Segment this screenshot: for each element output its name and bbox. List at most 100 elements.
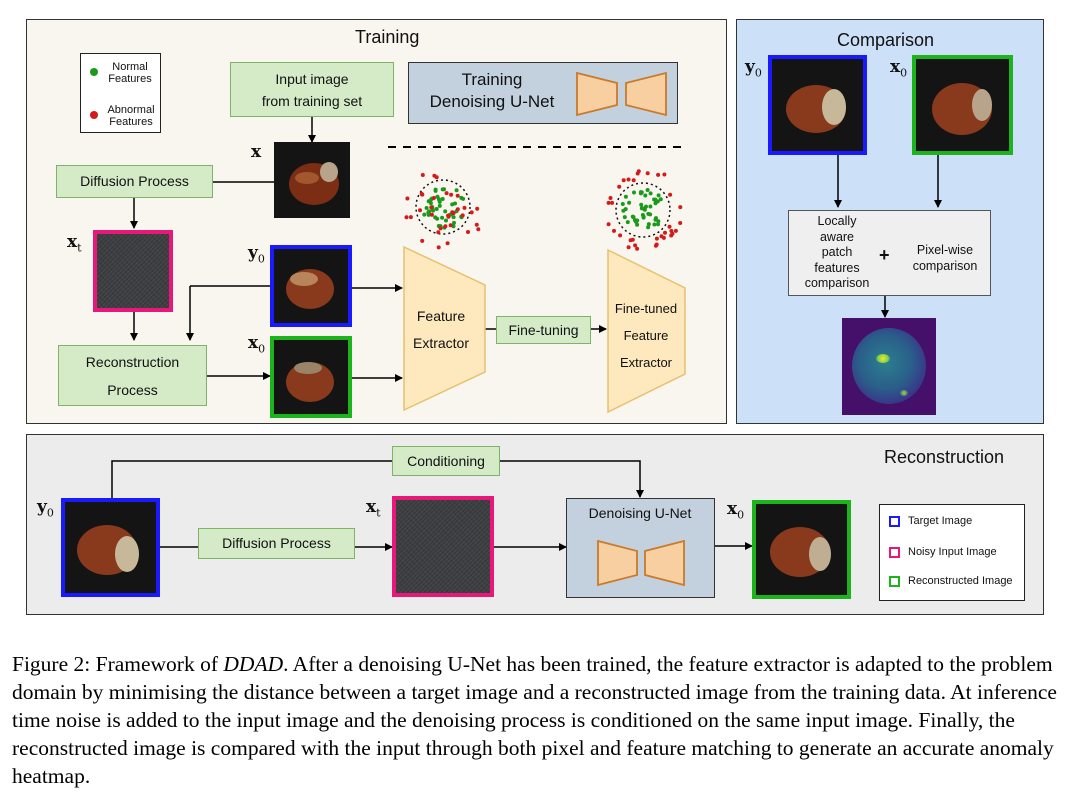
abnormal-feature-dot bbox=[438, 226, 443, 231]
normal-feature-dot bbox=[639, 202, 644, 207]
abnormal-feature-dot bbox=[631, 178, 636, 183]
legend-reconstructed: Reconstructed Image bbox=[908, 575, 1013, 587]
abnormal-feature-dot bbox=[451, 211, 456, 216]
diffusion-process-box: Diffusion Process bbox=[56, 165, 213, 198]
reconstruction-process-box: Reconstruction Process bbox=[58, 345, 207, 406]
abnormal-feature-dot bbox=[419, 191, 424, 196]
normal-feature-dot bbox=[652, 197, 657, 202]
abnormal-feature-dot bbox=[645, 171, 650, 176]
abnormal-feature-dot bbox=[404, 215, 409, 220]
normal-feature-dot bbox=[451, 215, 456, 220]
comparison-title: Comparison bbox=[837, 30, 935, 50]
normal-feature-dot bbox=[625, 220, 630, 225]
abnormal-feature-dot bbox=[630, 237, 635, 242]
normal-feature-dot bbox=[424, 206, 429, 210]
normal-feature-dot bbox=[440, 197, 445, 201]
abnormal-feature-dot bbox=[445, 241, 450, 246]
abnormal-feature-dot bbox=[420, 173, 425, 177]
abnormal-feature-dot bbox=[654, 236, 659, 241]
abnormal-feature-dot bbox=[460, 213, 465, 218]
training-unet-label: Training Denoising U-Net bbox=[429, 70, 555, 111]
normal-feature-dot bbox=[622, 215, 627, 220]
recon-target-image bbox=[61, 498, 160, 597]
normal-feature-dot bbox=[435, 194, 440, 199]
abnormal-feature-dot bbox=[608, 196, 613, 200]
abnormal-feature-dot bbox=[656, 172, 661, 177]
normal-feature-dot bbox=[459, 195, 464, 200]
normal-feature-dot bbox=[652, 222, 657, 227]
abnormal-feature-dot bbox=[469, 210, 474, 215]
recon-diffusion-box: Diffusion Process bbox=[198, 528, 355, 559]
abnormal-feature-dot bbox=[673, 228, 678, 233]
figure-caption: Figure 2: Framework of DDAD. After a den… bbox=[12, 652, 1057, 788]
normal-feature-dot bbox=[658, 197, 663, 202]
abnormal-feature-dot bbox=[606, 222, 611, 227]
normal-feature-dot bbox=[631, 215, 636, 220]
abnormal-feature-dot bbox=[431, 196, 436, 200]
abnormal-feature-dot bbox=[420, 238, 425, 243]
normal-feature-dot bbox=[428, 201, 433, 206]
normal-feature-dot bbox=[443, 209, 448, 214]
abnormal-feature-dot bbox=[633, 243, 638, 248]
normal-feature-dot bbox=[653, 217, 658, 222]
normal-feature-dot bbox=[434, 207, 439, 211]
recon-unet-label: Denoising U-Net bbox=[588, 505, 692, 521]
abnormal-feature-dot bbox=[653, 243, 658, 248]
abnormal-feature-dot bbox=[667, 224, 672, 229]
normal-feature-dot bbox=[632, 190, 636, 195]
abnormal-feature-dot bbox=[436, 245, 441, 250]
normal-feature-dot bbox=[433, 187, 438, 192]
abnormal-feature-dot bbox=[436, 230, 441, 235]
x-label: x bbox=[251, 142, 262, 162]
xt-label: xt bbox=[67, 232, 82, 255]
legend-noisy-swatch bbox=[889, 547, 900, 558]
plus-sign: + bbox=[879, 245, 890, 265]
feature-cluster-before bbox=[404, 173, 481, 250]
abnormal-feature-dot bbox=[443, 224, 448, 229]
abnormal-feature-dot bbox=[476, 227, 481, 232]
abnormal-feature-dot bbox=[610, 200, 615, 205]
abnormal-feature-dot bbox=[669, 233, 674, 238]
abnormal-feature-dot bbox=[635, 246, 640, 251]
abnormal-feature-dot bbox=[418, 208, 422, 213]
legend-target-swatch bbox=[889, 516, 900, 527]
pixel-wise-label: Pixel-wise comparison bbox=[912, 243, 978, 273]
anomaly-heatmap bbox=[842, 318, 936, 415]
normal-feature-dot bbox=[643, 193, 648, 198]
normal-feature-dot bbox=[627, 200, 632, 205]
legend-noisy: Noisy Input Image bbox=[908, 546, 997, 558]
normal-feature-dot bbox=[437, 203, 442, 208]
recon-noisy-image bbox=[392, 496, 494, 597]
abnormal-feature-dot bbox=[462, 205, 467, 210]
abnormal-feature-dot bbox=[663, 230, 667, 235]
abnormal-feature-dot bbox=[678, 205, 683, 210]
normal-feature-dot bbox=[422, 212, 427, 217]
abnormal-feature-dot bbox=[446, 213, 451, 218]
normal-feature-dot bbox=[621, 208, 626, 213]
abnormal-feature-dot bbox=[405, 196, 410, 201]
abnormal-feature-dot bbox=[621, 178, 626, 183]
training-title: Training bbox=[355, 27, 420, 47]
normal-feature-dot bbox=[620, 202, 625, 206]
abnormal-feature-dot bbox=[636, 169, 641, 174]
normal-feature-dot bbox=[646, 211, 651, 216]
training-reconstructed-image bbox=[270, 336, 352, 418]
conditioning-box: Conditioning bbox=[392, 446, 500, 476]
legend-normal: Normal Features bbox=[108, 61, 152, 85]
abnormal-feature-dot bbox=[455, 193, 460, 198]
normal-feature-dot bbox=[444, 218, 448, 223]
normal-feature-dot bbox=[644, 204, 648, 209]
abnormal-feature-dot bbox=[429, 205, 434, 210]
training-input-image bbox=[274, 142, 350, 218]
abnormal-feature-dot bbox=[448, 223, 453, 228]
normal-feature-dot bbox=[646, 225, 651, 230]
unet-icon bbox=[576, 71, 667, 117]
locally-aware-label: Locally aware patch features comparison bbox=[804, 214, 870, 290]
normal-feature-dot bbox=[435, 216, 440, 221]
abnormal-feature-dot bbox=[662, 172, 667, 177]
abnormal-feature-dot bbox=[659, 234, 664, 239]
legend-reconstructed-swatch bbox=[889, 576, 900, 587]
comparison-target-image bbox=[768, 55, 867, 155]
normal-feature-dot bbox=[645, 188, 650, 192]
recon-y0-label: y0 bbox=[37, 497, 54, 520]
